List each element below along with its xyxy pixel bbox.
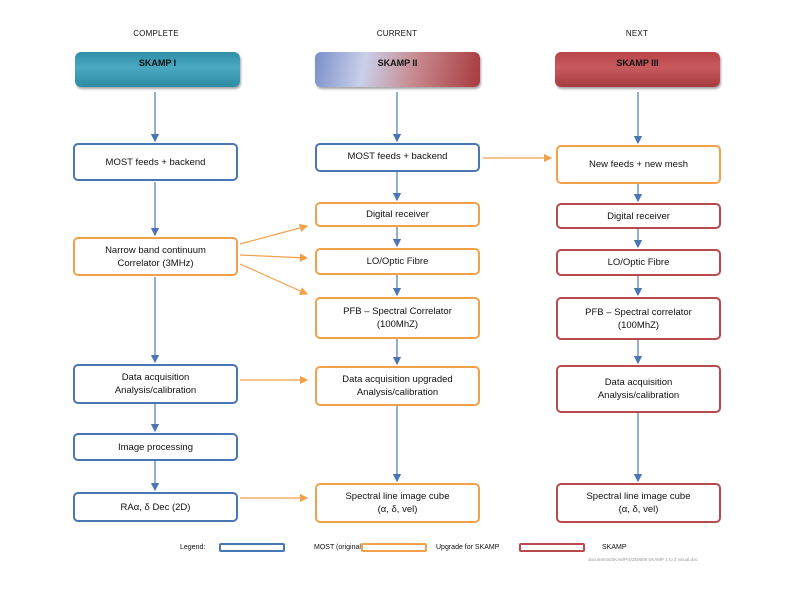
legend-upgrade-label: Upgrade for SKAMP [436, 544, 500, 551]
document-path-footnote: documents/SKAMP/4/250609 SKAMP 1 to 3 vi… [588, 557, 698, 562]
legend-title: Legend: [180, 544, 206, 551]
legend-skamp-swatch [519, 543, 585, 552]
c1-most-feeds: MOST feeds + backend [73, 143, 238, 181]
column-title-current: CURRENT [376, 29, 418, 38]
skamp3-header-label: SKAMP III [616, 57, 659, 68]
legend-most-label: MOST (original) [314, 544, 364, 551]
column-title-next: NEXT [625, 29, 649, 38]
legend-upgrade-swatch [361, 543, 427, 552]
skamp2-header-label: SKAMP II [377, 57, 418, 68]
legend-skamp-label: SKAMP [602, 544, 627, 551]
c1-ra-dec: RAα, δ Dec (2D) [73, 492, 238, 522]
c2-digital-receiver: Digital receiver [315, 202, 480, 227]
arrow-corr-to-pfb [239, 263, 309, 295]
legend-most-swatch [219, 543, 285, 552]
arrow-corr-to-lo [239, 253, 309, 262]
skamp1-header-label: SKAMP I [138, 57, 177, 68]
c3-new-feeds: New feeds + new mesh [556, 145, 721, 184]
c3-data-acquisition: Data acquisition Analysis/calibration [556, 365, 721, 413]
c2-most-feeds: MOST feeds + backend [315, 143, 480, 172]
column-title-complete: COMPLETE [133, 29, 179, 38]
skamp3-header: SKAMP III [555, 52, 720, 87]
c2-lo-fibre: LO/Optic Fibre [315, 248, 480, 275]
c3-digital-receiver: Digital receiver [556, 203, 721, 229]
c1-image-processing: Image processing [73, 433, 238, 461]
skamp1-header: SKAMP I [75, 52, 240, 87]
c2-spectral-cube: Spectral line image cube (α, δ, vel) [315, 483, 480, 523]
c2-data-acquisition: Data acquisition upgraded Analysis/calib… [315, 366, 480, 406]
c1-data-acquisition: Data acquisition Analysis/calibration [73, 364, 238, 404]
c3-lo-fibre: LO/Optic Fibre [556, 249, 721, 276]
c2-pfb: PFB – Spectral Correlator (100MhZ) [315, 297, 480, 339]
c3-spectral-cube: Spectral line image cube (α, δ, vel) [556, 483, 721, 523]
c3-pfb: PFB – Spectral correlator (100MhZ) [556, 297, 721, 340]
arrow-corr-to-digital [239, 223, 309, 245]
skamp2-header: SKAMP II [315, 52, 480, 87]
c1-correlator: Narrow band continuum Correlator (3MHz) [73, 237, 238, 276]
